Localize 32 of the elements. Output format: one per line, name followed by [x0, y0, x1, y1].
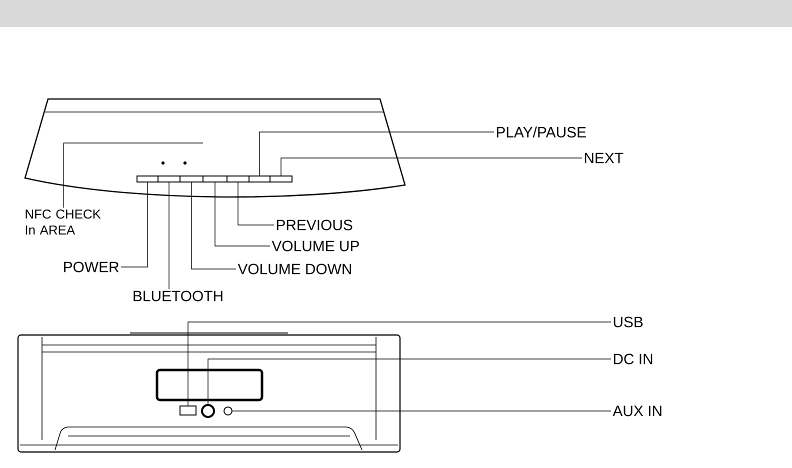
part-label: NEXT [584, 152, 624, 164]
leader-line [232, 410, 612, 412]
part-label: BLUETOOTH [134, 290, 222, 302]
part-label: NFC CHECK In AREA [26, 210, 101, 234]
leader-line [188, 322, 612, 406]
part-label: PREVIOUS [276, 220, 352, 230]
button [248, 176, 270, 182]
leader-line [259, 132, 494, 176]
part-label: POWER [64, 262, 119, 272]
leader-line [214, 182, 270, 246]
jack [224, 406, 232, 416]
button [136, 176, 158, 182]
button [202, 176, 228, 182]
leader-line [280, 158, 582, 176]
part-label: DC IN [614, 354, 652, 364]
part-label: VOLUME UP [272, 240, 359, 252]
part-label: VOLUME DOWN [238, 264, 352, 274]
part-label: PLAY/PAUSE [496, 126, 586, 138]
part-label: AUX IN [612, 406, 662, 416]
leader-line [168, 182, 170, 290]
button [158, 176, 180, 182]
button [270, 176, 292, 182]
part-label: USB [614, 316, 643, 328]
leader-line [238, 182, 274, 226]
port [180, 406, 196, 416]
button [180, 176, 204, 182]
leader-line [63, 142, 204, 208]
leader-line [191, 182, 236, 270]
jack [201, 404, 215, 418]
leader-line [120, 182, 148, 268]
button [226, 176, 250, 182]
leader-line [208, 358, 612, 404]
